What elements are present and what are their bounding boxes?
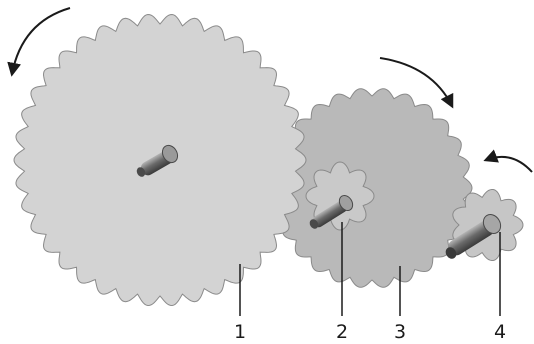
rotation-arrows xyxy=(7,7,533,173)
gears-layer xyxy=(13,13,524,307)
callout-label-2: 2 xyxy=(336,321,348,343)
rotation-arrow-small-gear xyxy=(483,149,533,173)
large-gear-shaft xyxy=(136,144,179,177)
callout-leaders xyxy=(239,222,501,316)
rotation-arrow-middle-gear xyxy=(379,57,454,109)
rotation-arrow-large-gear xyxy=(7,7,71,77)
callout-labels: 1 2 3 4 xyxy=(234,321,506,343)
callout-label-1: 1 xyxy=(234,321,246,343)
callout-label-3: 3 xyxy=(394,321,406,343)
small-gear-shaft xyxy=(445,214,502,259)
pinion-shaft xyxy=(309,195,354,229)
callout-label-4: 4 xyxy=(494,321,506,343)
shafts-layer xyxy=(136,144,502,259)
